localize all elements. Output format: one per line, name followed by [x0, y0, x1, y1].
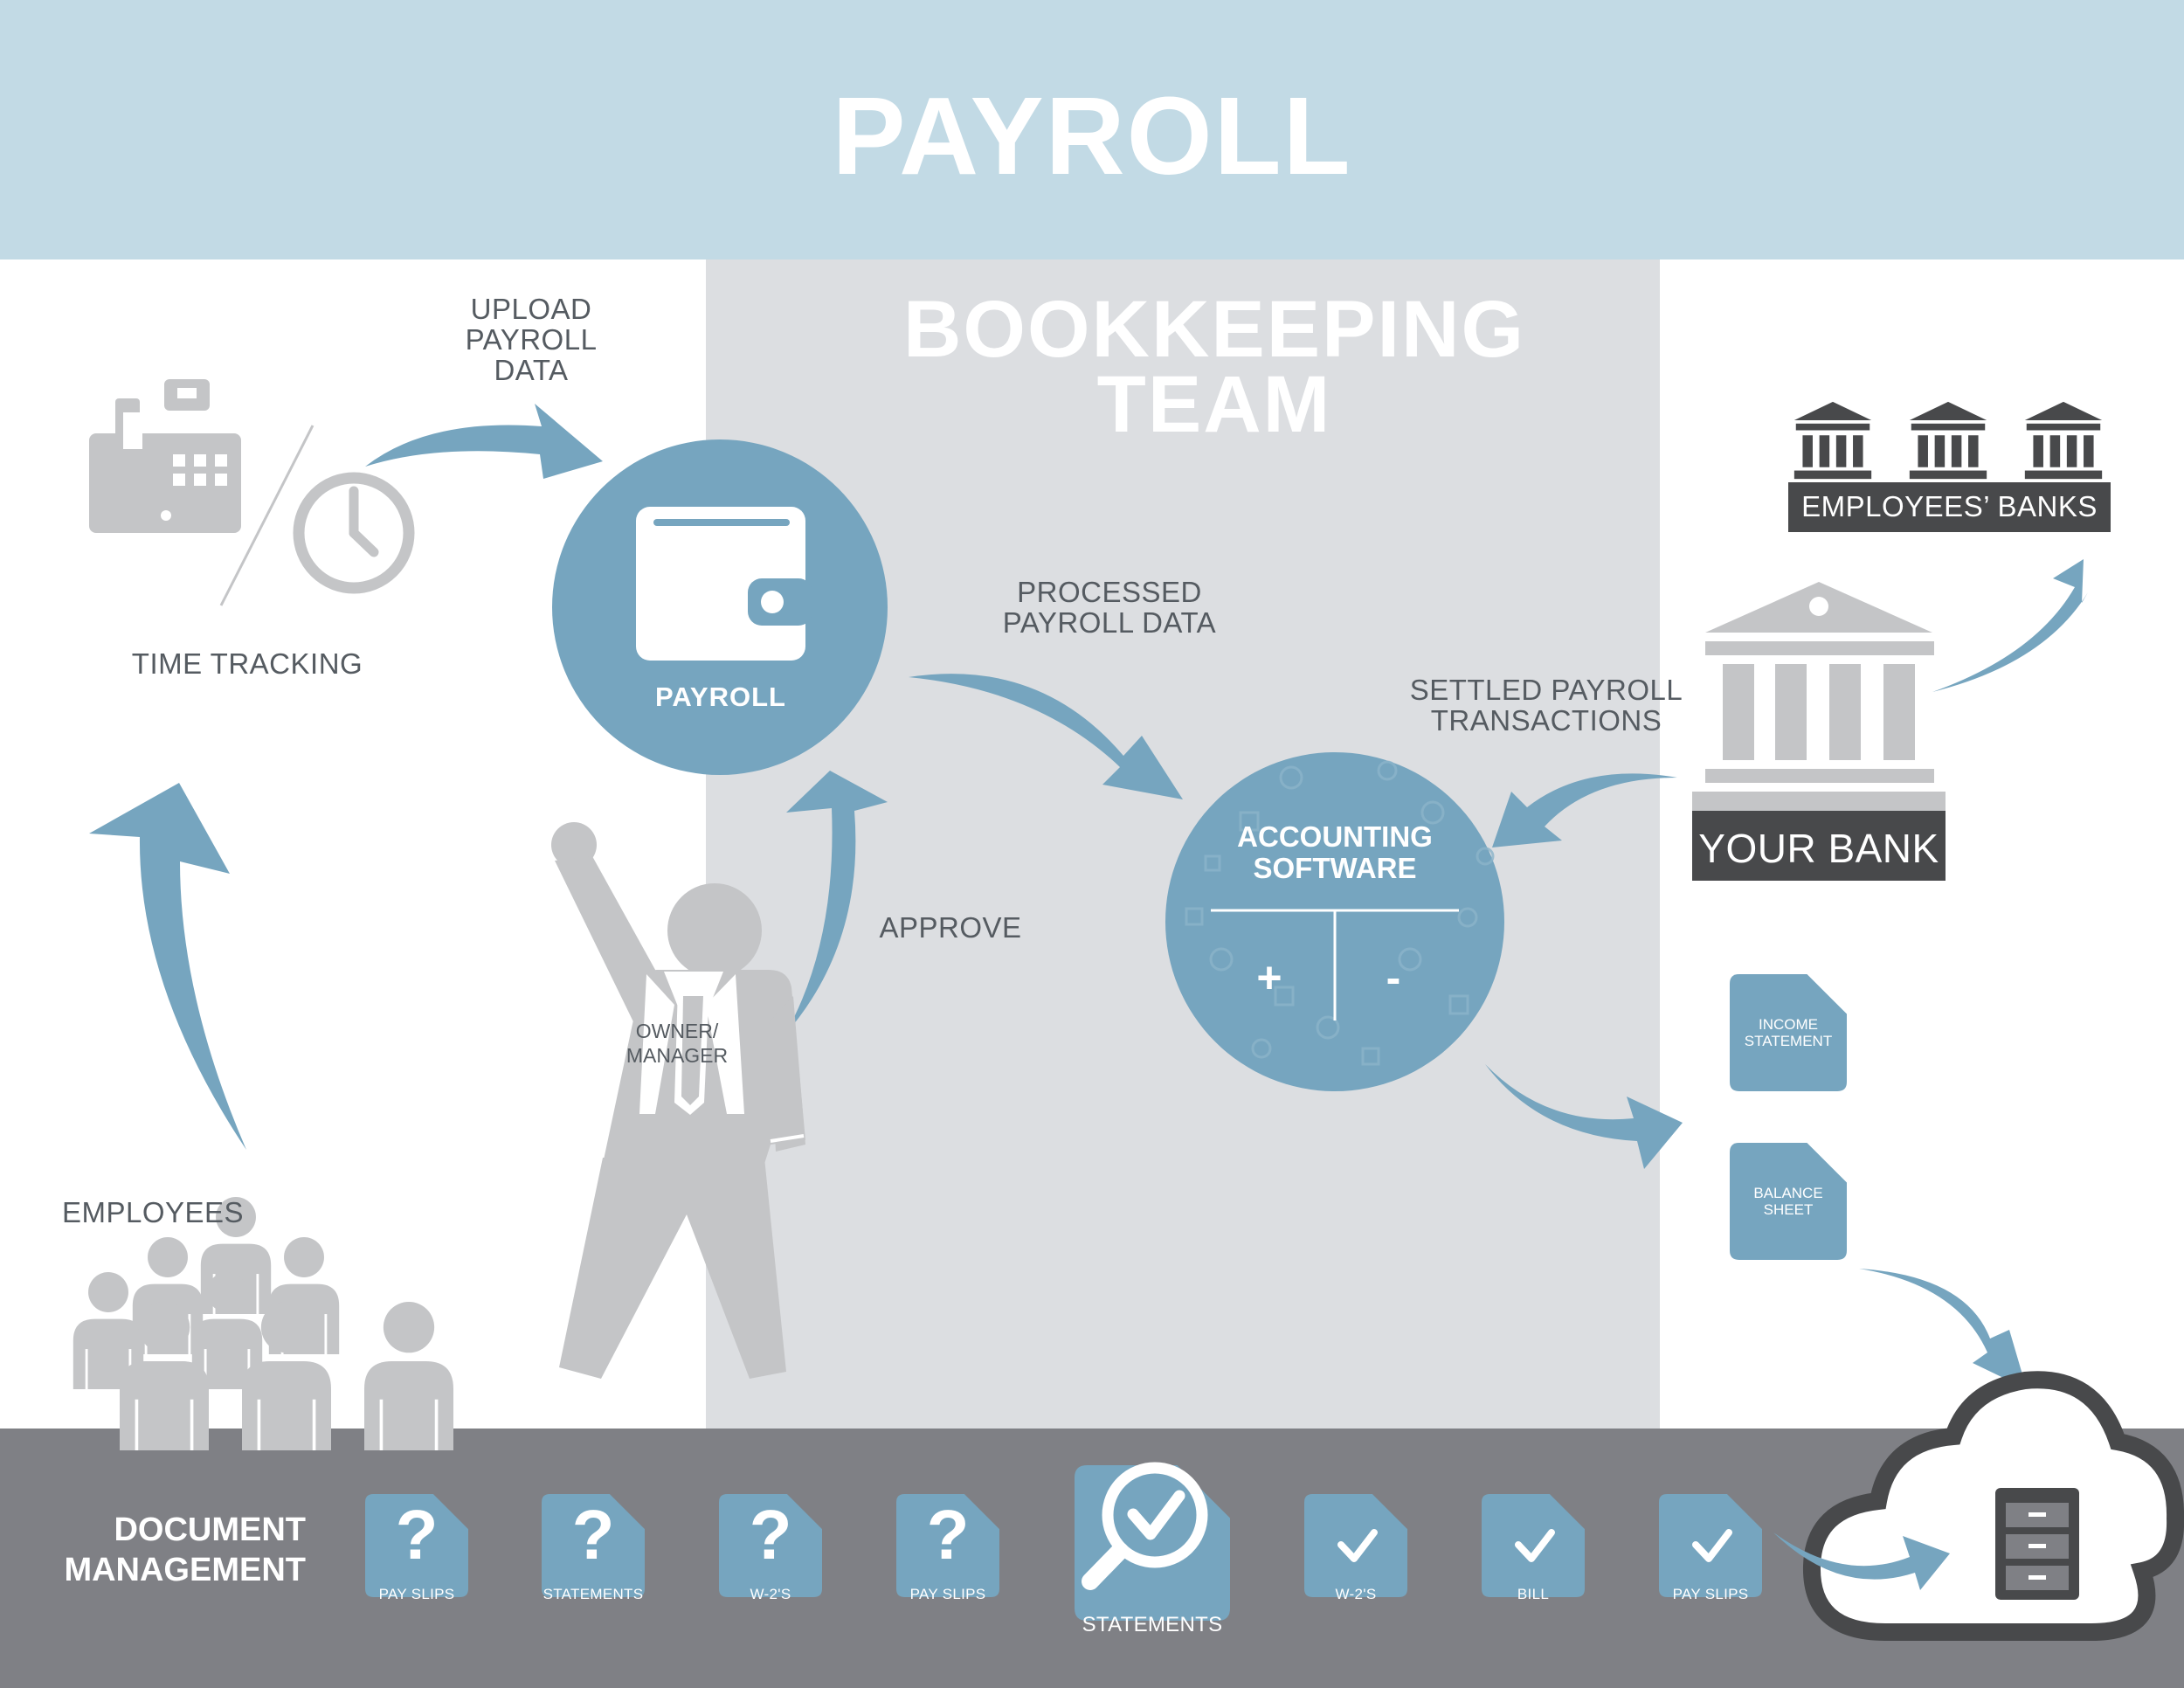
checkmark-icon: [1337, 1529, 1378, 1562]
document-management-label: DOCUMENT MANAGEMENT: [64, 1512, 306, 1588]
employees-label: EMPLOYEES: [61, 1196, 245, 1228]
credit-minus-sign: -: [1386, 953, 1401, 1002]
arrow-employees-up-icon: [89, 783, 246, 1150]
time-tracking-label: TIME TRACKING: [131, 647, 363, 680]
owner-manager-label: OWNER/ MANAGER: [625, 1020, 729, 1067]
magnifier-check-icon: [1082, 1462, 1208, 1590]
arrow-approve-icon: [784, 771, 888, 1035]
upload-payroll-data-label: UPLOAD PAYROLL DATA: [465, 293, 598, 386]
cloud-storage-icon: [1802, 1371, 2184, 1641]
doc-pay-slips-done-label: PAY SLIPS: [1672, 1586, 1749, 1602]
accounting-pattern: [1185, 760, 1495, 1066]
doc-bill-done-label: BILL: [1517, 1586, 1550, 1602]
arrow-upload-icon: [365, 404, 603, 479]
page-title: PAYROLL: [832, 74, 1352, 197]
pending-question-mark: ?: [395, 1496, 439, 1574]
doc-statements-review-label: STATEMENTS: [1082, 1613, 1223, 1636]
cash-register-icon: [89, 379, 241, 533]
arrow-to-cloud-icon: [1773, 1532, 1950, 1590]
doc-w2-done-label: W-2'S: [1335, 1586, 1377, 1602]
employee-bank-icon: [1909, 401, 1987, 480]
employees-banks-label: EMPLOYEES’ BANKS: [1801, 490, 2098, 522]
pending-question-mark: ?: [926, 1496, 970, 1574]
divider-slash: [219, 425, 314, 606]
your-bank-top-strip: [1692, 792, 1946, 811]
arrow-settled-icon: [1492, 773, 1677, 847]
arrow-employees-banks-icon: [1932, 559, 2088, 692]
employee-bank-icon: [2024, 401, 2103, 480]
arrow-cloud-icon: [1859, 1269, 2027, 1389]
your-bank-bar: [1692, 811, 1946, 881]
doc-bill-done-icon: [1482, 1494, 1585, 1597]
doc-pay-slips-done-icon: [1659, 1494, 1762, 1597]
accounting-software-label: ACCOUNTING SOFTWARE: [1237, 820, 1433, 884]
checkmark-icon: [1515, 1529, 1555, 1562]
employees-group-icon: [72, 1197, 453, 1450]
doc-w2-label: W-2'S: [750, 1586, 791, 1602]
your-bank-label: YOUR BANK: [1698, 826, 1939, 871]
payroll-circle-label: PAYROLL: [655, 681, 786, 712]
debit-plus-sign: +: [1256, 953, 1282, 1002]
processed-payroll-data-label: PROCESSED PAYROLL DATA: [1002, 576, 1217, 639]
checkmark-icon: [1692, 1529, 1732, 1562]
wallet-icon: [636, 507, 812, 661]
employee-bank-icon: [1794, 401, 1872, 480]
bookkeeping-team-title: BOOKKEEPING TEAM: [902, 285, 1526, 449]
doc-pay-slips-label: PAY SLIPS: [909, 1586, 986, 1602]
approve-label: APPROVE: [879, 911, 1022, 944]
arrow-processed-icon: [909, 674, 1183, 799]
employees-banks-bar: [1788, 482, 2111, 532]
arrow-reports-icon: [1485, 1064, 1683, 1169]
income-statement-label: INCOME STATEMENT: [1744, 1016, 1833, 1049]
doc-statements-review-icon: [1075, 1465, 1230, 1621]
your-bank-icon: [1705, 582, 1934, 783]
settled-payroll-transactions-label: SETTLED PAYROLL TRANSACTIONS: [1409, 674, 1683, 737]
header-band: [0, 0, 2184, 259]
clock-icon: [293, 472, 415, 594]
owner-manager-figure-icon: [551, 822, 805, 1379]
doc-statements-label: STATEMENTS: [543, 1586, 644, 1602]
doc-w2-done-icon: [1304, 1494, 1407, 1597]
balance-sheet-label: BALANCE SHEET: [1753, 1185, 1823, 1218]
doc-pay-slips-label: PAY SLIPS: [378, 1586, 455, 1602]
pending-question-mark: ?: [749, 1496, 792, 1574]
pending-question-mark: ?: [571, 1496, 615, 1574]
